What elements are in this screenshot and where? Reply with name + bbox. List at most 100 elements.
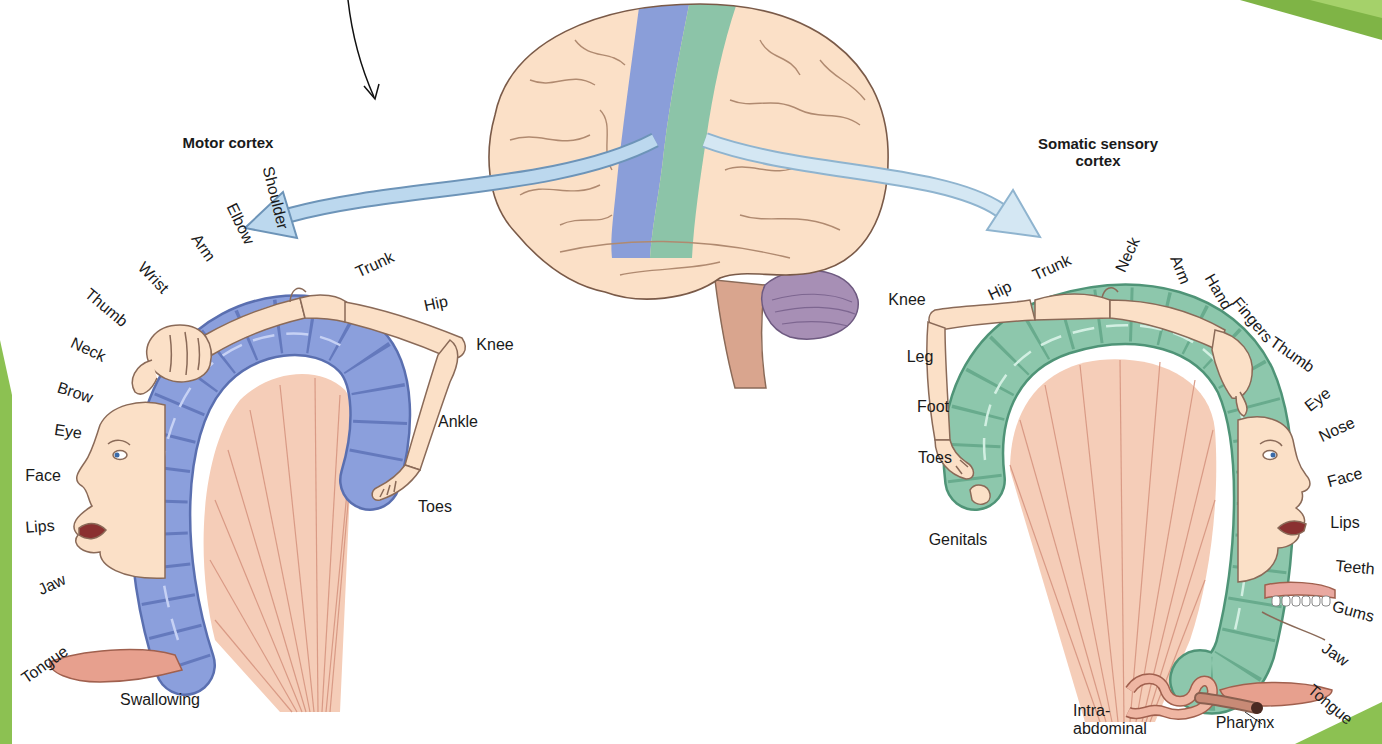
body-part-label: Face [25,467,61,485]
arrow-shaft [290,140,655,215]
body-part-label: Trunk [353,248,397,282]
fiber-lines [210,378,352,712]
pointer-head [364,84,379,99]
body-part-label: Toes [418,498,452,516]
fiber [228,450,306,712]
fiber [250,410,310,712]
brain-drawing [489,0,888,388]
body-part-label: Teeth [1335,557,1376,579]
body-part-label: Foot [917,398,949,416]
body-part-label: Hip [985,278,1015,305]
pointer-arrows [245,140,1040,238]
pharynx-tube-fill [1200,698,1256,708]
fiber-fan [204,374,357,712]
cerebellum-fold [772,294,852,302]
edge-decoration [0,340,12,744]
body-part-label: Gums [1330,598,1376,627]
arrow-head [987,190,1040,237]
motor-body [50,288,465,682]
body-part-label: Thumb [81,285,131,331]
cerebellum [762,270,858,339]
body-part-label: Knee [888,291,925,309]
cerebellum-fold [782,322,848,326]
toe-lines [380,481,396,497]
body-part-label: Jaw [1318,639,1352,670]
thumb-drawing [132,360,157,394]
arrow-shaft-outline [705,140,1000,210]
cortex-gyri [973,314,1263,683]
body-part-label: Leg [907,348,934,366]
sulcus [760,40,800,75]
body-part-label: Lips [1330,514,1359,532]
sensory-homunculus [927,288,1335,724]
cortex-strips [611,0,738,258]
sulcus [560,241,790,258]
shin-drawing [405,340,458,470]
body-part-label: Pharynx [1216,714,1275,732]
body-part-label: Jaw [35,571,69,600]
sulcus [530,79,595,85]
brow-drawing [1260,440,1282,446]
body-part-label: Lips [25,517,56,537]
mouth-drawing [79,524,106,539]
body-part-label: Toes [918,449,952,467]
hand-drawn-arrow [348,0,379,99]
mouth-drawing [1278,521,1306,535]
body-part-label: Intra-abdominal [1073,702,1163,739]
brain-sulci [510,40,870,275]
hand-drawing [1212,330,1252,398]
head-drawing [1238,417,1310,582]
body-part-label: Trunk [1030,251,1074,285]
fiber [1120,360,1124,722]
body-part-label: Eye [53,421,83,443]
tooth [1302,596,1310,606]
fiber [280,385,314,712]
finger-drawing [1236,392,1247,416]
body-part-label: Knee [476,336,513,354]
body-part-label: Eye [1301,384,1334,415]
body-part-label: Tongue [18,642,72,687]
thigh-drawing [929,300,1035,330]
body-part-label: Shoulder [258,165,291,232]
corner-decoration [1240,0,1382,40]
arrow-shaft-outline [290,140,655,215]
sensory-body [927,288,1335,706]
hand-drawing [147,325,211,382]
cerebellum-folds [772,294,855,326]
sensory-strip [650,0,738,258]
teeth-drawing [1272,596,1330,606]
brainstem [715,280,766,388]
body-part-label: Thumb [1266,333,1317,377]
finger-lines [170,332,200,375]
eye-drawing [1263,451,1277,460]
pointer-line [348,0,374,97]
body-part-label: Genitals [929,531,988,549]
fiber [215,620,292,712]
body-part-label: Brow [55,379,95,408]
toe-lines [956,460,968,474]
face-drawing [1238,417,1310,582]
body-part-label: Arm [187,231,219,266]
body-part-label: Arm [1166,253,1194,287]
body-part-label: Ankle [438,413,478,431]
tooth [1312,596,1320,606]
fiber [1080,365,1118,722]
eye-drawing [113,451,127,460]
iris-drawing [1271,453,1276,458]
cortex-band-outline [973,314,1263,683]
sulcus [730,100,860,125]
fiber [1020,420,1106,722]
tooth [1322,596,1330,606]
body-part-label: Fingers [1228,294,1276,347]
leg-drawing [927,322,950,440]
body-part-label: Neck [1112,235,1144,276]
tooth [1272,596,1280,606]
motor-homunculus [50,288,465,712]
corner-decoration [1310,0,1382,18]
jaw-drawing [1262,612,1325,640]
body-part-label: Neck [68,334,109,366]
body-part-label: Elbow [222,200,258,247]
